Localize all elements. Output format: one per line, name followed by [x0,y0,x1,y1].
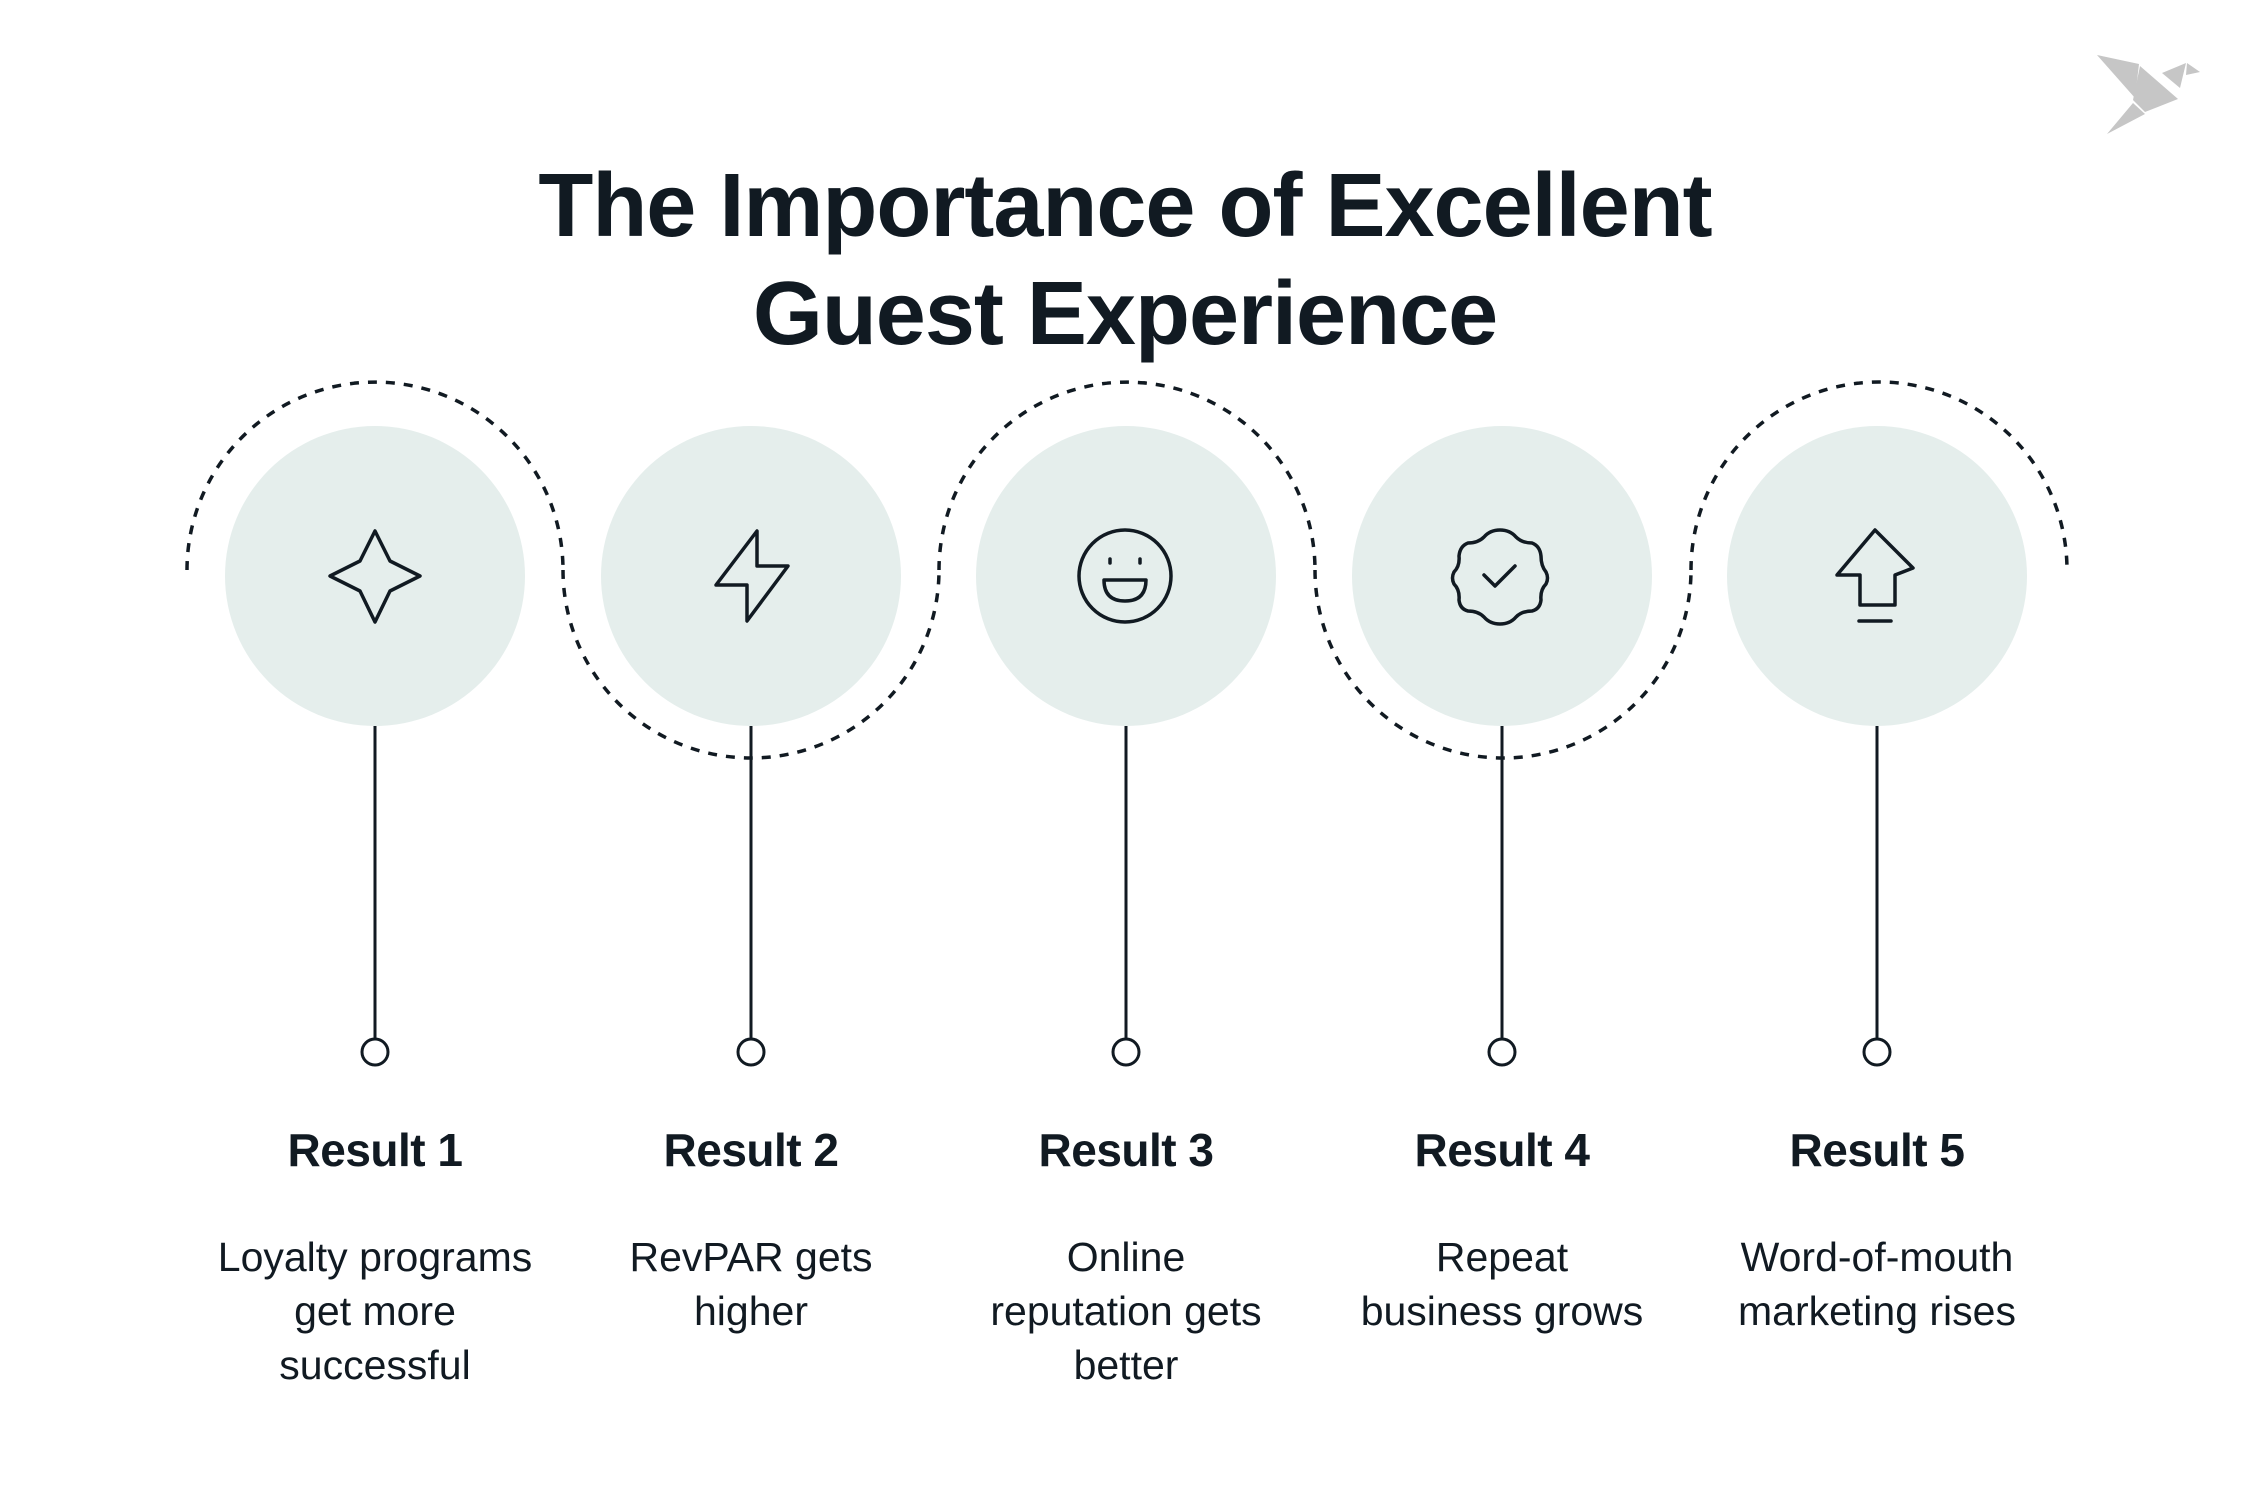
title-line-1: The Importance of Excellent [538,156,1712,257]
desc-line: RevPAR gets [629,1234,873,1280]
result-column-1: Result 1 Loyalty programs get more succe… [195,1120,555,1392]
node-dot-1 [360,1037,390,1067]
icon-circle-1 [225,426,525,726]
title-line-2: Guest Experience [752,264,1498,365]
result-description: Repeat business grows [1322,1230,1682,1338]
desc-line: Word-of-mouth [1740,1234,2014,1280]
icon-circle-4 [1352,426,1652,726]
result-description: Loyalty programs get more successful [195,1230,555,1392]
result-column-4: Result 4 Repeat business grows [1322,1120,1682,1338]
desc-line: marketing rises [1738,1288,2016,1334]
desc-line: Repeat [1435,1234,1569,1280]
result-title: Result 1 [287,1124,463,1176]
result-column-5: Result 5 Word-of-mouth marketing rises [1697,1120,2057,1338]
node-dot-2 [736,1037,766,1067]
lightning-icon [714,529,790,623]
icon-circle-3 [976,426,1276,726]
dashed-arc-3 [937,380,1317,571]
result-title: Result 3 [1038,1124,1214,1176]
result-column-2: Result 2 RevPAR gets higher [571,1120,931,1338]
verified-badge-icon [1450,528,1550,626]
desc-line: successful [279,1342,471,1388]
dashed-arc-1 [185,380,565,571]
result-description: RevPAR gets higher [571,1230,931,1338]
result-column-3: Result 3 Online reputation gets better [946,1120,1306,1392]
node-dot-5 [1862,1037,1892,1067]
icon-circle-2 [601,426,901,726]
icon-circle-5 [1727,426,2027,726]
page-title: The Importance of Excellent Guest Experi… [0,152,2250,368]
dashed-arc-5 [1689,380,2069,571]
desc-line: better [1073,1342,1179,1388]
result-description: Word-of-mouth marketing rises [1697,1230,2057,1338]
sparkle-icon [328,529,422,624]
arrow-up-icon [1835,528,1915,623]
origami-bird-icon [2097,55,2200,134]
result-title: Result 2 [663,1124,839,1176]
desc-line: Online [1066,1234,1186,1280]
node-dot-4 [1487,1037,1517,1067]
desc-line: business grows [1360,1288,1644,1334]
result-title: Result 4 [1414,1124,1590,1176]
desc-line: higher [694,1288,808,1334]
desc-line: Loyalty programs [217,1234,533,1280]
desc-line: get more [294,1288,456,1334]
desc-line: reputation gets [990,1288,1262,1334]
smiley-icon [1077,528,1173,624]
result-description: Online reputation gets better [946,1230,1306,1392]
result-title: Result 5 [1789,1124,1965,1176]
node-dot-3 [1111,1037,1141,1067]
